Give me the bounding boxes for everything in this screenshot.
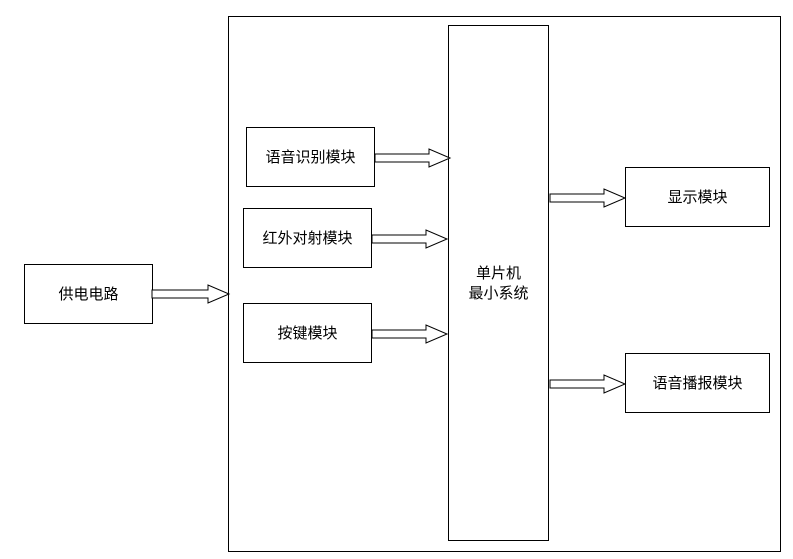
voice-recognition-block: 语音识别模块 [246,127,375,187]
mcu-label-line2: 最小系统 [468,284,529,302]
arrow-mcu-to-voice-broadcast [549,374,627,394]
arrow-button-to-mcu [371,324,449,344]
arrow-infrared-to-mcu [371,229,449,249]
mcu-label: 单片机 最小系统 [468,263,528,304]
voice-recognition-label: 语音识别模块 [265,147,356,166]
arrow-mcu-to-display [549,188,627,208]
system-frame [228,16,781,552]
voice-broadcast-label: 语音播报模块 [652,373,743,392]
display-label: 显示模块 [667,187,728,206]
button-label: 按键模块 [277,323,338,342]
mcu-label-line1: 单片机 [475,263,521,282]
power-supply-label: 供电电路 [58,284,119,303]
infrared-label: 红外对射模块 [262,228,353,247]
display-block: 显示模块 [625,167,770,227]
infrared-block: 红外对射模块 [243,208,372,268]
mcu-block: 单片机 最小系统 [448,25,549,541]
voice-broadcast-block: 语音播报模块 [625,353,770,413]
power-supply-block: 供电电路 [24,264,153,324]
button-block: 按键模块 [243,303,372,363]
arrow-power-to-system [151,284,231,304]
arrow-voice-recognition-to-mcu [374,148,452,168]
